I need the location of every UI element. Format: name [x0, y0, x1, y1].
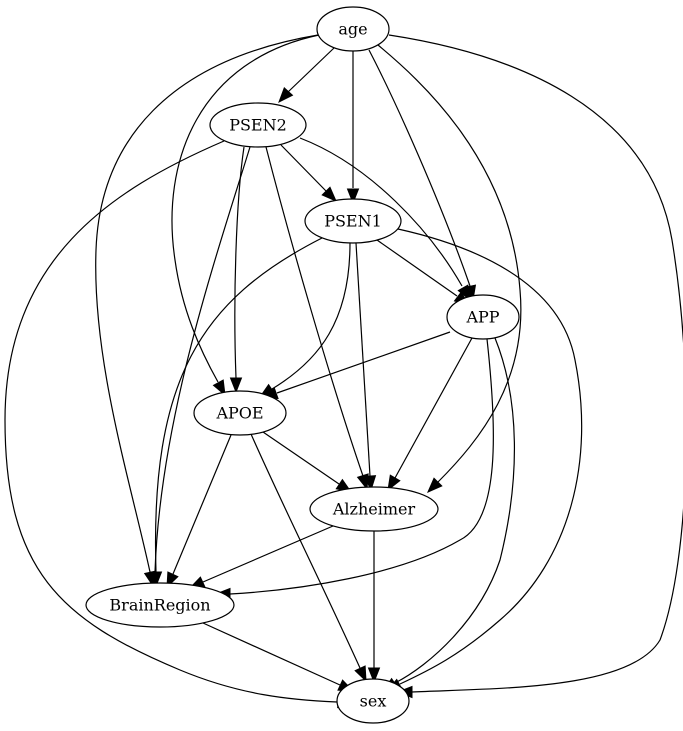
edge-line [202, 622, 341, 686]
edge-alzheimer-to-sex [367, 531, 381, 684]
arrowhead-icon [229, 377, 243, 394]
edge-alzheimer-to-brainregion [188, 525, 334, 589]
edge-line [172, 434, 232, 575]
edge-line [276, 331, 451, 394]
arrowhead-icon [387, 474, 401, 492]
edge-apoe-to-brainregion [166, 434, 232, 589]
node-label: BrainRegion [109, 596, 210, 615]
edge-line [397, 228, 583, 685]
arrowhead-icon [427, 477, 443, 493]
edge-line [280, 144, 327, 192]
arrowhead-icon [363, 475, 377, 492]
node-ellipse [304, 198, 402, 244]
edge-psen1-to-alzheimer [355, 242, 377, 492]
arrowhead-icon [321, 186, 337, 202]
node-sex: sex [336, 678, 410, 724]
arrowhead-icon [346, 188, 360, 205]
node-label: APP [465, 308, 499, 327]
edge-line [202, 525, 334, 583]
edge-age-to-alzheimer [377, 44, 522, 493]
edge-line [299, 137, 463, 287]
node-ellipse [309, 486, 439, 532]
arrowhead-icon [278, 87, 294, 104]
arrowhead-icon [212, 379, 226, 397]
edge-psen1-to-app [376, 239, 471, 306]
edge-apoe-to-alzheimer [262, 431, 353, 493]
edge-app-to-apoe [261, 331, 451, 399]
edge-line [154, 146, 251, 573]
node-ellipse [85, 582, 235, 628]
node-label: PSEN1 [324, 212, 382, 231]
edge-line [287, 47, 335, 93]
edge-psen2-to-apoe [229, 146, 245, 394]
arrowhead-icon [354, 665, 367, 683]
edge-line [376, 239, 458, 297]
edge-psen2-to-app [299, 137, 471, 302]
edge-psen2-to-psen1 [280, 144, 337, 202]
edge-line [154, 237, 323, 573]
node-ellipse [446, 294, 520, 340]
edge-line [394, 337, 473, 479]
edge-line [250, 433, 361, 669]
arrowhead-icon [149, 571, 163, 588]
edge-line [95, 34, 319, 573]
edge-app-to-brainregion [214, 338, 494, 601]
node-apoe: APOE [193, 390, 287, 436]
edge-age-to-psen1 [346, 51, 360, 205]
node-ellipse [316, 6, 390, 52]
node-alzheimer: Alzheimer [309, 486, 439, 532]
edge-psen2-to-brainregion [148, 146, 251, 589]
arrowhead-icon [367, 667, 381, 684]
node-app: APP [446, 294, 520, 340]
edge-line [262, 431, 340, 485]
edge-line [229, 338, 494, 595]
edge-age-to-apoe [171, 34, 320, 397]
edge-psen1-to-brainregion [149, 237, 323, 588]
node-ellipse [336, 678, 410, 724]
edge-line [377, 44, 522, 483]
edge-line [234, 146, 245, 379]
edge-line [368, 49, 471, 287]
edge-line [4, 140, 338, 703]
edge-line [388, 34, 683, 693]
edge-line [394, 337, 515, 684]
node-ellipse [193, 390, 287, 436]
edge-line [355, 242, 371, 477]
node-label: Alzheimer [332, 500, 416, 519]
node-label: APOE [215, 404, 263, 423]
node-label: age [338, 20, 367, 39]
node-age: age [316, 6, 390, 52]
node-label: PSEN2 [229, 116, 287, 135]
arrowhead-icon [457, 284, 471, 302]
edge-age-to-sex [388, 34, 683, 699]
edge-age-to-app [368, 49, 477, 302]
edge-app-to-alzheimer [387, 337, 473, 492]
edge-apoe-to-sex [250, 433, 367, 683]
node-brainregion: BrainRegion [85, 582, 235, 628]
node-psen1: PSEN1 [304, 198, 402, 244]
edge-line [265, 146, 364, 477]
edge-line [171, 34, 320, 383]
edge-brainregion-to-sex [202, 622, 355, 692]
node-label: sex [360, 692, 387, 711]
node-psen2: PSEN2 [209, 102, 307, 148]
node-ellipse [209, 102, 307, 148]
edge-age-to-psen2 [278, 47, 335, 104]
edge-line [271, 242, 351, 390]
